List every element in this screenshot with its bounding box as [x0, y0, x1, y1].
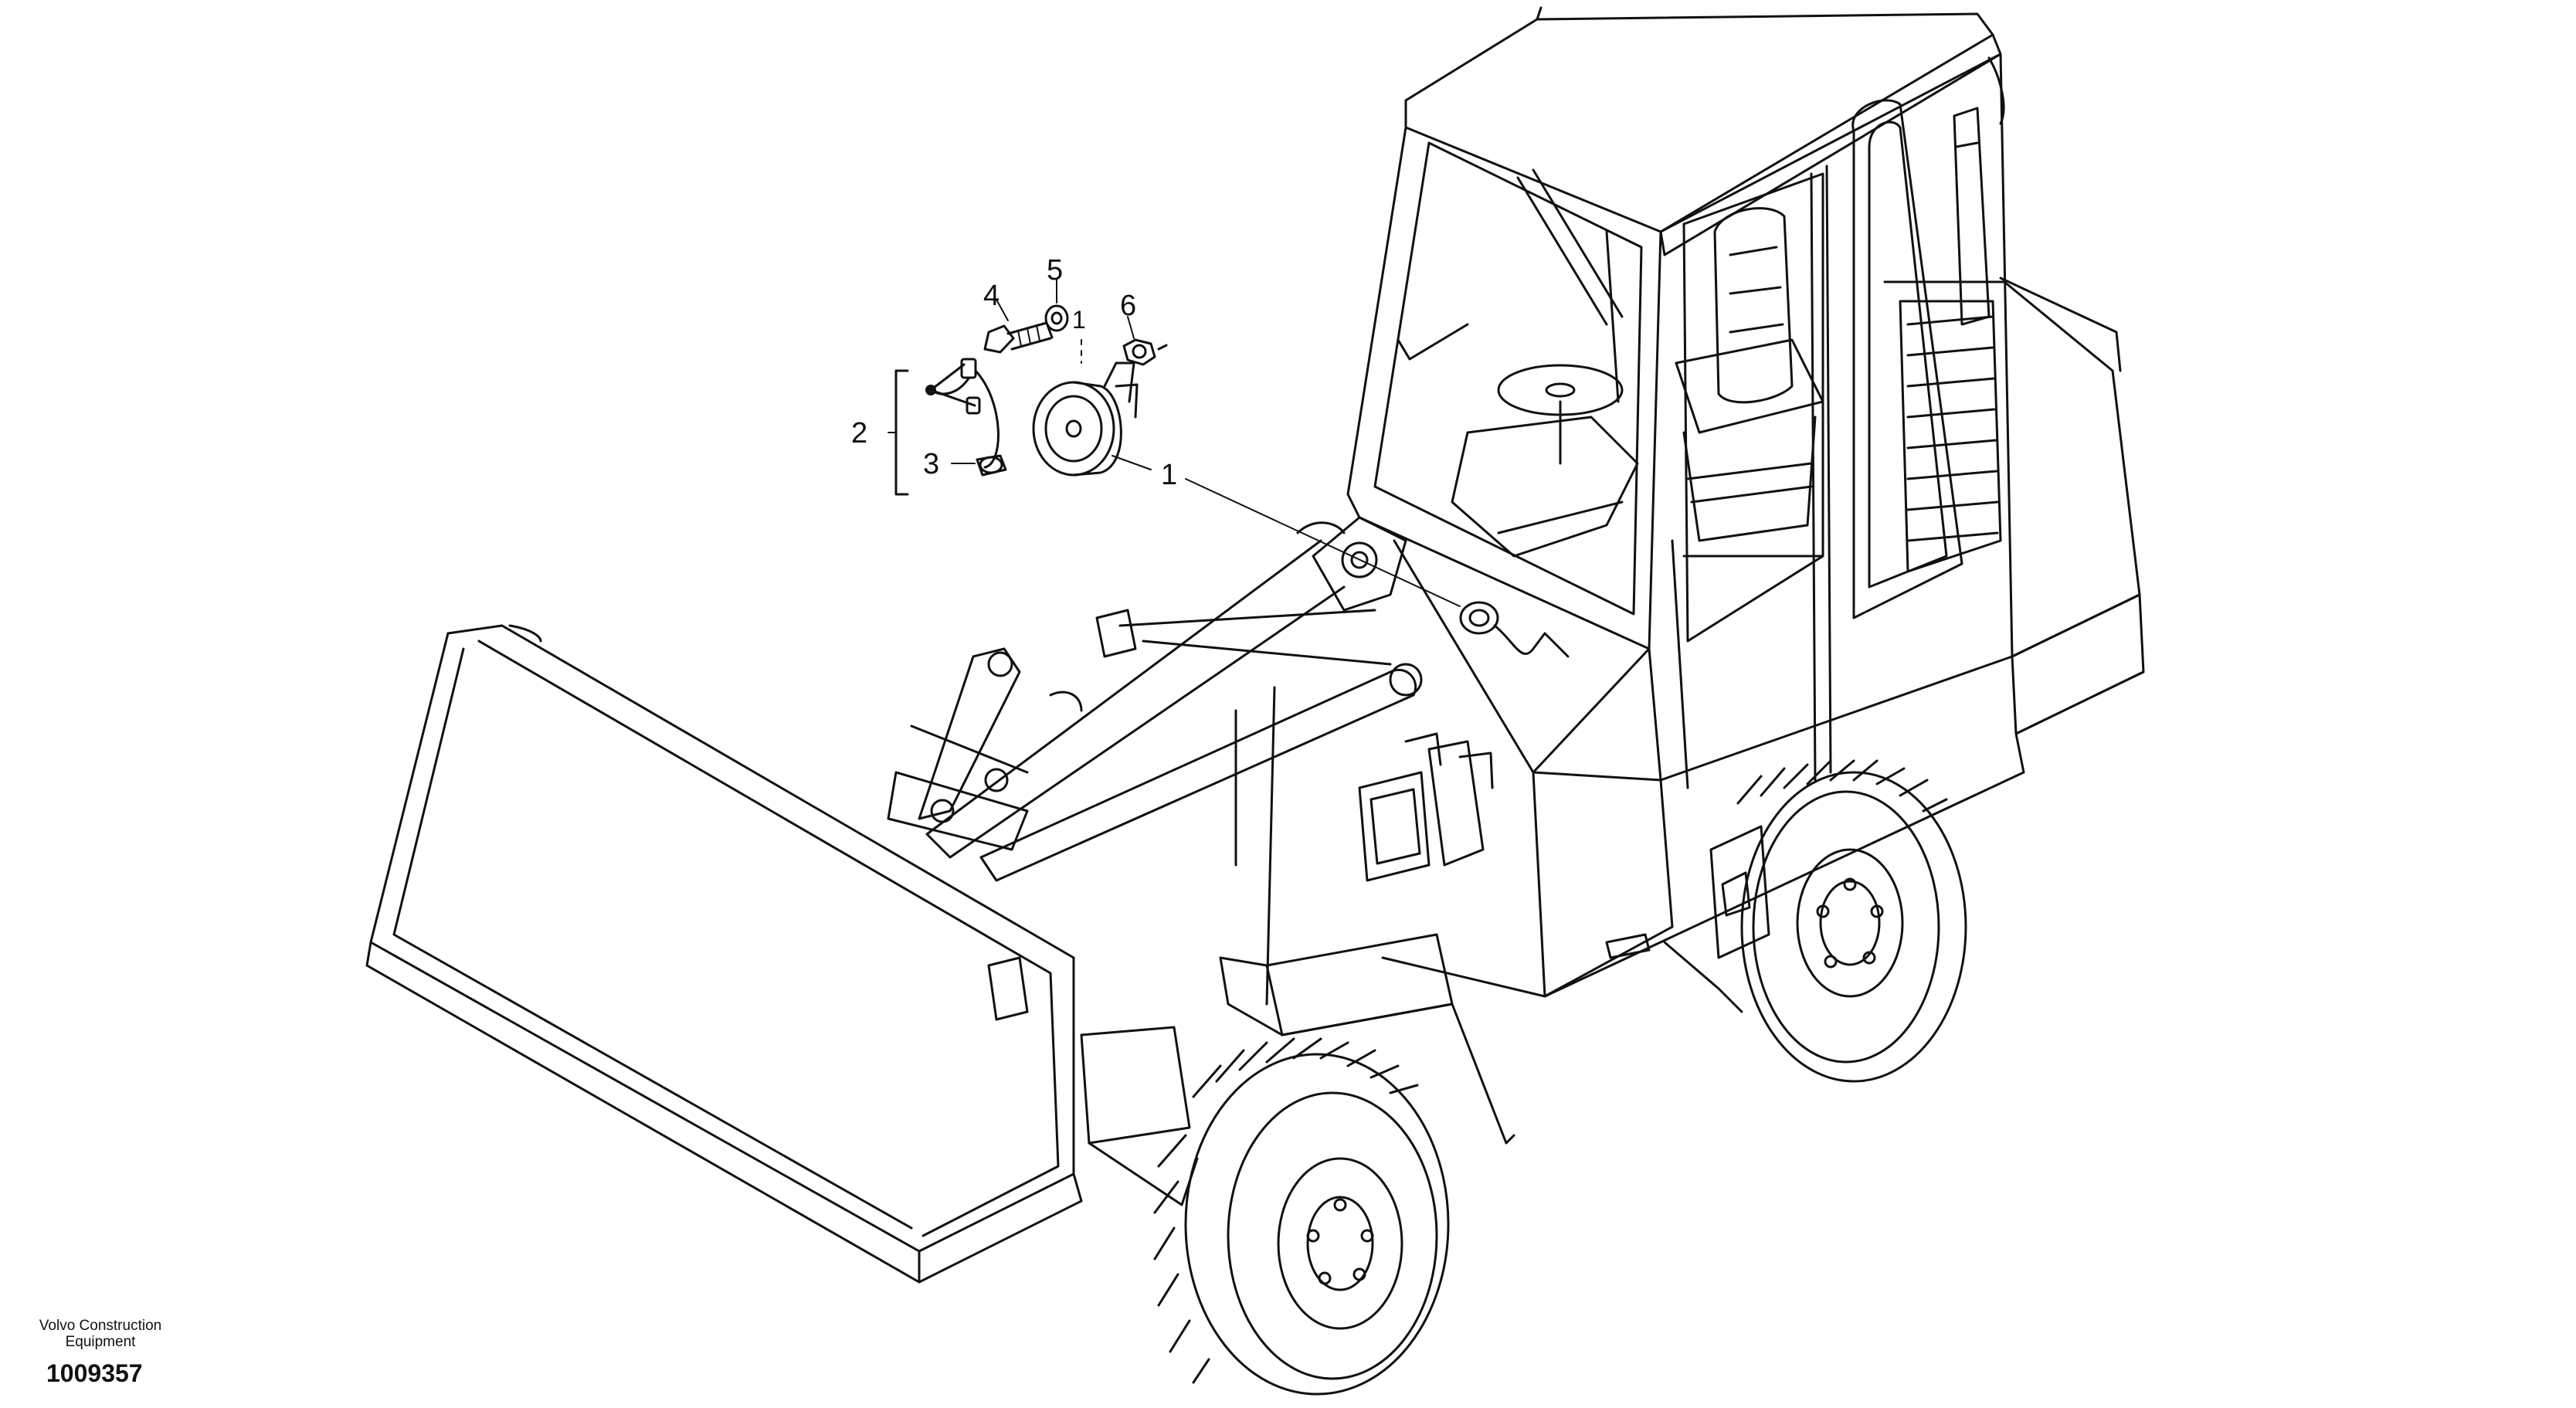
cab-roof	[1404, 6, 2005, 256]
wheel-loader	[365, 6, 2145, 1396]
footer-block: Volvo Construction Equipment 1009357	[23, 1318, 178, 1388]
callout-1a: 1	[1072, 306, 1086, 334]
horn-assembly-exploded	[894, 304, 1168, 496]
connector-part	[976, 454, 1007, 477]
front-wheel	[1153, 1037, 1450, 1396]
callout-4: 4	[983, 280, 1000, 312]
headlight	[1358, 771, 1431, 882]
bracket-2	[894, 369, 909, 496]
callout-3: 3	[923, 448, 939, 480]
operator-seat	[1675, 207, 1824, 542]
callout-2: 2	[851, 417, 867, 450]
lift-arms	[925, 516, 1423, 1006]
tilt-linkage	[887, 647, 1029, 851]
callout-numbers: 2 3 4 5 1 6 1	[851, 254, 1177, 491]
callout-5: 5	[1047, 254, 1063, 287]
washer-part	[1044, 304, 1069, 332]
engine-hood	[1883, 107, 2145, 735]
horn-part	[1032, 339, 1139, 477]
front-fender	[1080, 933, 1515, 1206]
brand-line-1: Volvo Construction	[39, 1318, 162, 1334]
bucket	[365, 624, 1083, 1284]
callout-1b: 1	[1161, 459, 1177, 491]
bolt-part	[983, 321, 1054, 354]
nut-part	[1122, 338, 1168, 366]
wire-harness	[925, 358, 1000, 469]
callout-leaders	[888, 279, 1461, 607]
brand-line-2: Equipment	[65, 1334, 136, 1350]
drawing-number: 1009357	[46, 1359, 143, 1387]
steering-wheel	[1451, 364, 1639, 558]
cab-frame	[1346, 53, 2014, 789]
callout-6: 6	[1120, 290, 1136, 322]
rear-wheel	[1663, 759, 1967, 1083]
mounted-horn	[1459, 601, 1499, 635]
front-frame	[1358, 539, 2025, 998]
